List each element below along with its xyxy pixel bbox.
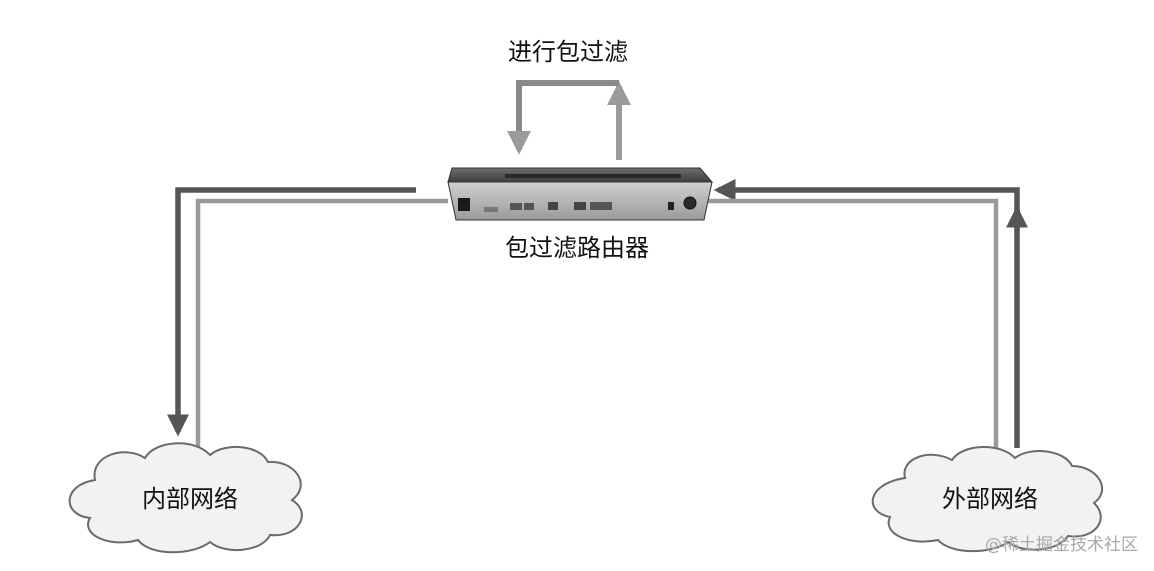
external-link-arrows [700, 179, 1028, 448]
router-power-switch [458, 198, 470, 211]
internal-cloud-shape [68, 442, 303, 554]
router-label: 包过滤路由器 [505, 234, 649, 262]
router-port-6 [590, 202, 612, 210]
router-port-5 [574, 202, 586, 210]
router-port-3 [524, 203, 534, 210]
watermark-text: @稀土掘金技术社区 [985, 535, 1138, 555]
external-cloud-shape [871, 445, 1104, 553]
filter-loop-arrows [507, 80, 631, 160]
router-port-4 [548, 202, 558, 210]
router-device [447, 167, 714, 221]
internal-network-label: 内部网络 [142, 485, 238, 513]
external-to-router-arrow [713, 179, 1020, 448]
router-front-face [447, 181, 713, 221]
router-port-2 [510, 203, 522, 210]
external-network-cloud: 外部网络 [871, 445, 1104, 553]
router-to-internal-arrow [167, 187, 416, 437]
internal-link-arrows [167, 187, 448, 448]
router-knob [683, 196, 697, 210]
filter-loop-over-arrow [507, 80, 619, 155]
internal-to-router-line [195, 198, 448, 448]
external-network-label: 外部网络 [942, 485, 1038, 513]
router-led [668, 202, 674, 210]
router-to-external-line [700, 198, 999, 448]
router-vent-strip [505, 174, 681, 178]
filter-action-label: 进行包过滤 [508, 38, 628, 66]
internal-network-cloud: 内部网络 [68, 442, 303, 554]
router-port-1 [484, 207, 498, 212]
